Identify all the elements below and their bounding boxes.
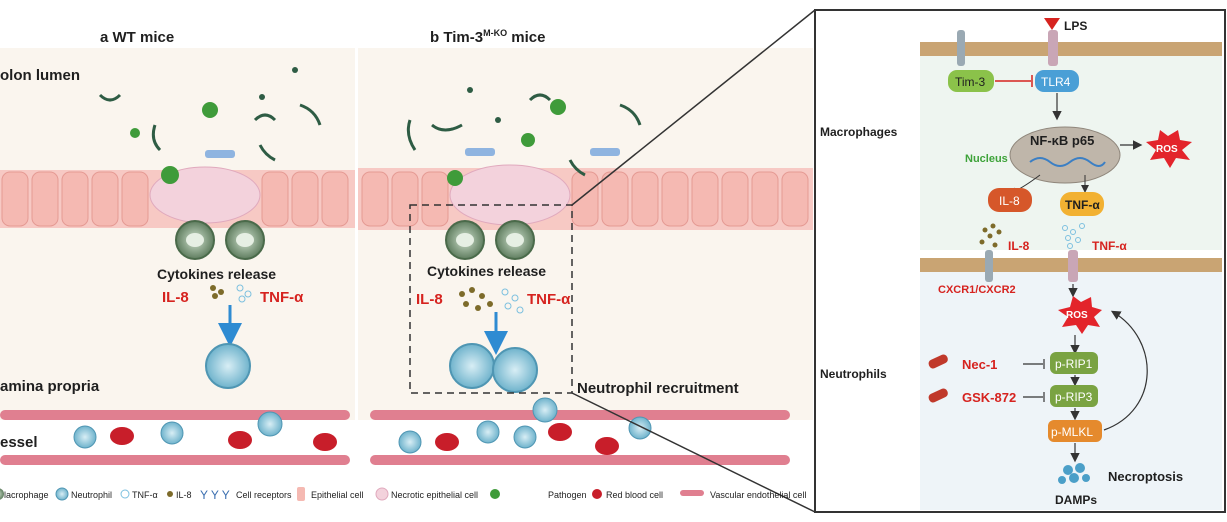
zoom-line-top <box>571 9 816 206</box>
prip1-box <box>1050 352 1098 374</box>
legend-necrotic-icon <box>375 487 389 501</box>
panel-b-background <box>358 48 813 420</box>
legend-il8-icon <box>167 491 173 497</box>
ros-top-label: ROS <box>1156 144 1178 155</box>
lamina-propria-label-a: amina propria <box>0 378 100 395</box>
panel-b-epithelium <box>358 164 813 230</box>
tnfa-dots-c <box>1062 223 1085 249</box>
il8-dots-c <box>979 223 1002 248</box>
legend: lacrophage Neutrophil TNF-α IL-8 Y Y Y C… <box>0 487 806 502</box>
legend-epithelial-cell: Epithelial cell <box>311 490 364 500</box>
legend-red-blood-cell: Red blood cell <box>606 490 663 500</box>
neutrophil-recruitment-label: Neutrophil recruitment <box>577 380 739 397</box>
il8-box <box>988 188 1032 212</box>
zoom-box-b <box>409 204 573 394</box>
tlr4-box <box>1035 70 1079 92</box>
legend-macrophage: lacrophage <box>4 490 49 500</box>
cxcr-receptor <box>985 250 993 282</box>
prip1-label: p-RIP1 <box>1055 357 1093 371</box>
cytokine-dots-a <box>210 284 252 303</box>
legend-neutrophil: Neutrophil <box>71 490 112 500</box>
legend-macrophage-icon <box>0 488 4 500</box>
legend-pathogen: Pathogen <box>548 490 587 500</box>
cytokines-release-label-a: Cytokines release <box>157 266 276 282</box>
il8-label-c: IL-8 <box>1008 239 1030 253</box>
neutrophils-label: Neutrophils <box>820 367 887 381</box>
cxcr-label: CXCR1/CXCR2 <box>938 284 1016 296</box>
damps-cluster <box>1058 463 1090 484</box>
tnfa-label-b: TNF-α <box>527 291 571 308</box>
legend-tnfa-icon <box>120 489 130 499</box>
tlr4-receptor <box>1048 30 1058 66</box>
necrotic-cells-b <box>449 164 571 226</box>
cytokine-dots-b <box>459 287 524 314</box>
vessel-a <box>0 410 350 465</box>
panel-a: a WT mice olon lumen Cytokines release I… <box>0 29 355 465</box>
macrophages-label: Macrophages <box>820 125 898 139</box>
il8-label-b: IL-8 <box>416 291 443 308</box>
macrophage-membrane <box>920 42 1222 56</box>
gsk-pill-icon <box>928 388 948 403</box>
tim3-receptor <box>957 30 965 66</box>
ros-mid-burst <box>1058 296 1102 334</box>
legend-vascular-endothelial-cell: Vascular endothelial cell <box>710 490 806 500</box>
legend-receptor-icons: Y Y Y <box>200 488 230 502</box>
macrophages-a <box>175 220 265 260</box>
tim3-label: Tim-3 <box>955 75 986 89</box>
legend-cell-receptors: Cell receptors <box>236 490 292 500</box>
lps-label: LPS <box>1064 19 1087 33</box>
pmlkl-box <box>1048 420 1102 442</box>
colon-lumen-label-a: olon lumen <box>0 67 80 84</box>
legend-tnfa: TNF-α <box>132 490 158 500</box>
nucleus <box>1009 126 1121 184</box>
tnfa-box-label: TNF-α <box>1065 198 1100 212</box>
legend-il8: IL-8 <box>176 490 192 500</box>
il8-box-label: IL-8 <box>999 194 1020 208</box>
macrophages-b <box>445 220 535 260</box>
ros-top-burst <box>1146 130 1192 168</box>
legend-epithelial-icon <box>297 487 305 501</box>
panel-a-epithelium <box>0 166 355 228</box>
pathogens-a <box>98 67 322 184</box>
tlr4-label: TLR4 <box>1041 75 1071 89</box>
neutrophil-b1 <box>449 343 495 389</box>
cytokines-release-label-b: Cytokines release <box>427 263 546 279</box>
neutrophil-b2 <box>492 347 538 393</box>
necroptosis-label: Necroptosis <box>1108 469 1183 484</box>
feedback-arrow <box>1103 310 1148 431</box>
panel-a-title: a WT mice <box>100 29 174 46</box>
legend-necrotic-epithelial-cell: Necrotic epithelial cell <box>391 490 478 500</box>
legend-vascular-icon <box>680 490 704 496</box>
legend-pathogen-icon <box>490 489 500 499</box>
ros-mid-label: ROS <box>1066 310 1088 321</box>
panel-b-title: b Tim-3M-KO mice <box>430 28 545 46</box>
tnfa-label-a: TNF-α <box>260 289 304 306</box>
neutrophil-a <box>205 343 251 389</box>
vessel-b <box>370 397 790 465</box>
panel-b: b Tim-3M-KO mice Cytokines release IL-8 … <box>358 9 816 513</box>
tnfa-box <box>1060 192 1104 216</box>
dna-strand <box>1029 157 1106 167</box>
panel-c: LPS Tim-3 TLR4 Macrophages NF-κB p65 Nuc… <box>814 9 1226 513</box>
il8-label-a: IL-8 <box>162 289 189 306</box>
tnfr-receptor <box>1068 250 1078 282</box>
pathogens-b <box>406 87 642 186</box>
legend-rbc-icon <box>592 489 602 499</box>
zoom-line-bottom <box>571 392 816 513</box>
gsk-label: GSK-872 <box>962 390 1016 405</box>
tnfa-label-c: TNF-α <box>1092 239 1127 253</box>
nec1-pill-icon <box>928 354 948 369</box>
pmlkl-label: p-MLKL <box>1051 425 1093 439</box>
vessel-label-a: essel <box>0 434 38 451</box>
nec1-label: Nec-1 <box>962 357 997 372</box>
damps-label: DAMPs <box>1055 493 1097 507</box>
prip3-box <box>1050 385 1098 407</box>
nfkb-label: NF-κB p65 <box>1030 133 1094 148</box>
prip3-label: p-RIP3 <box>1055 390 1093 404</box>
tim3-box <box>948 70 994 92</box>
legend-neutrophil-icon <box>55 487 69 501</box>
lps-triangle <box>1044 18 1060 30</box>
nucleus-label: Nucleus <box>965 153 1008 165</box>
